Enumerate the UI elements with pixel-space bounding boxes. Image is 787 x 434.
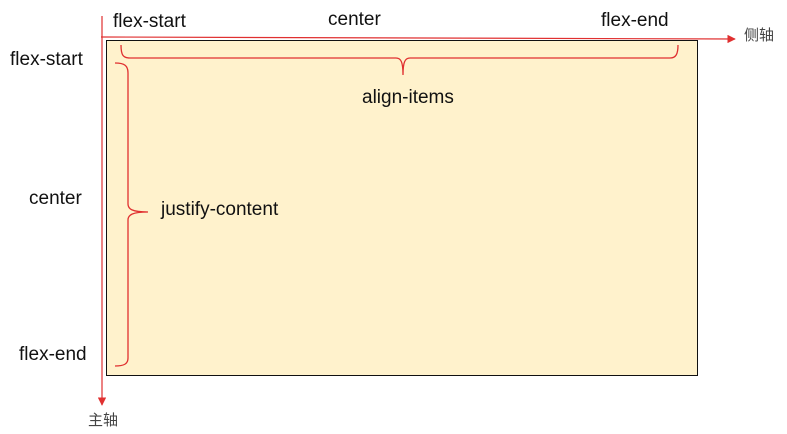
justify-content-brace — [114, 62, 149, 367]
main-axis-label: 主轴 — [88, 411, 119, 429]
top-label-center: center — [328, 9, 381, 30]
justify-content-label: justify-content — [161, 199, 279, 220]
align-items-brace — [120, 44, 679, 76]
left-label-center: center — [29, 188, 82, 209]
cross-axis-label: 侧轴 — [744, 26, 775, 44]
flex-container-box — [106, 40, 698, 376]
top-label-flex-end: flex-end — [601, 10, 669, 31]
cross-axis-arrow — [100, 34, 736, 44]
left-label-flex-end: flex-end — [19, 344, 87, 365]
top-label-flex-start: flex-start — [113, 11, 186, 32]
left-label-flex-start: flex-start — [10, 49, 83, 70]
align-items-label: align-items — [362, 87, 454, 108]
